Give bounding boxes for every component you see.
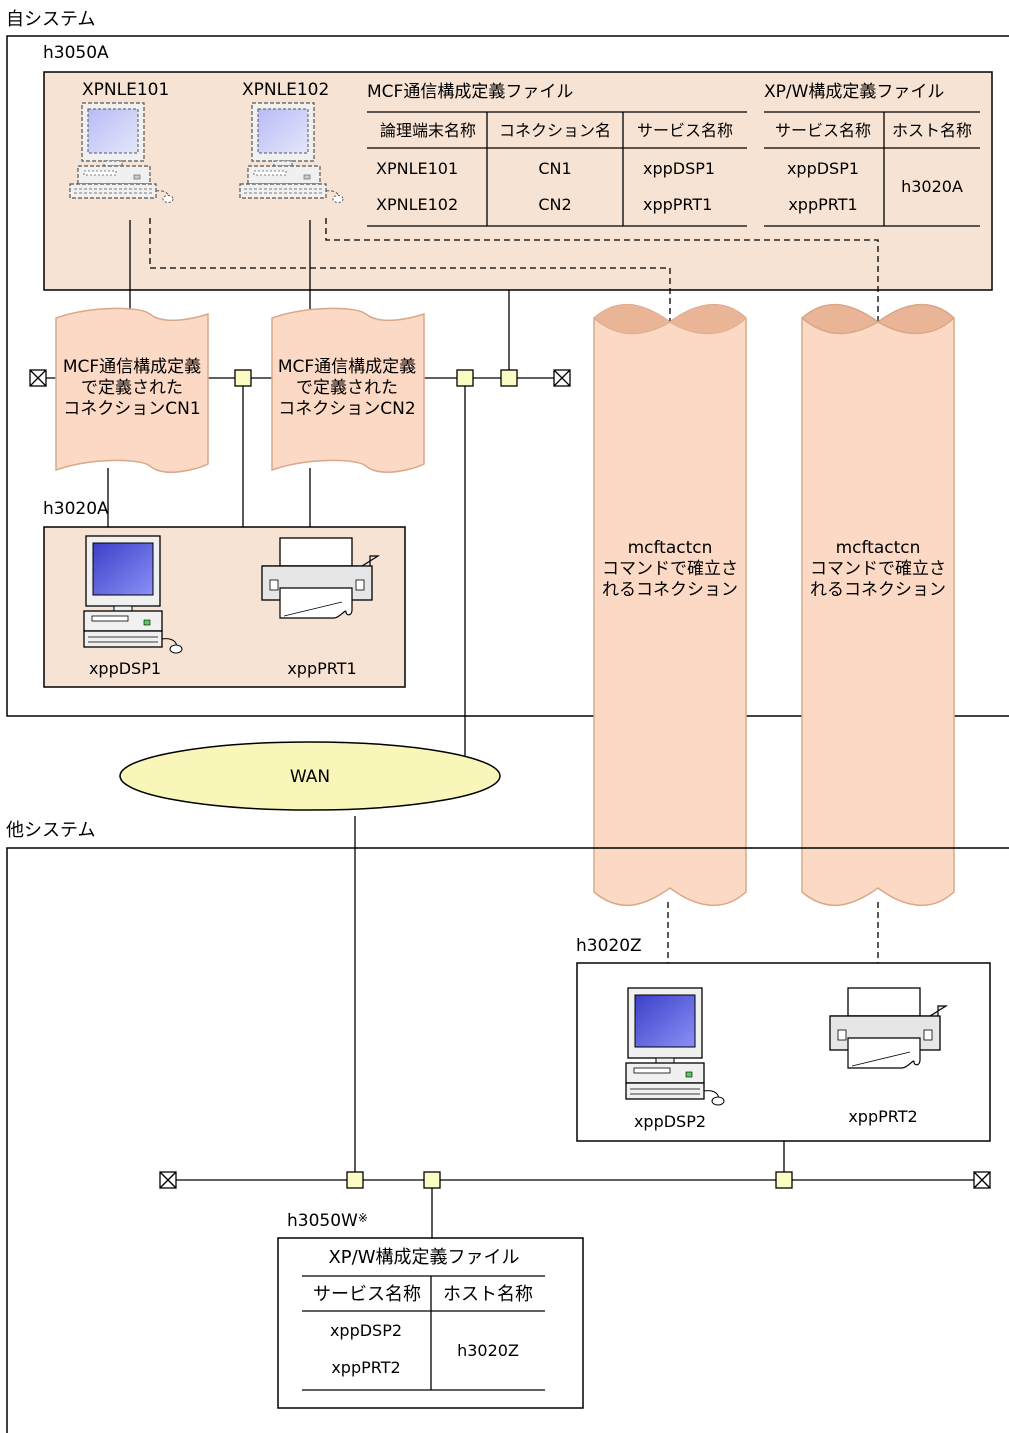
connection-cn2-tube: MCF通信構成定義 で定義された コネクションCN2 [271, 307, 425, 473]
terminal-xpnle102-label: XPNLE102 [242, 80, 329, 100]
h3050w-cell-service-2: xppPRT2 [331, 1358, 400, 1377]
other-system-frame [6, 847, 1009, 1433]
cn2-tube-line-2: で定義された [296, 378, 398, 398]
tube1-line-1: mcftactcn [628, 538, 713, 558]
junction-node [456, 369, 474, 387]
tube1-line-2: コマンドで確立さ [602, 559, 738, 579]
mcf-table-title: MCF通信構成定義ファイル [367, 82, 573, 102]
mcf-cell-terminal-1: XPNLE101 [376, 159, 458, 178]
tube-to-device-dashes [667, 902, 879, 985]
xpw-table-title: XP/W構成定義ファイル [764, 82, 944, 102]
terminator-left-icon [29, 369, 47, 387]
mcftactcn-tube-1: mcftactcn コマンドで確立さ れるコネクション [593, 303, 747, 907]
xppprt2-label: xppPRT2 [848, 1107, 917, 1126]
tube2-line-2: コマンドで確立さ [810, 559, 946, 579]
cn1-tube-line-1: MCF通信構成定義 [63, 357, 201, 377]
xppprt1-label: xppPRT1 [287, 659, 356, 678]
xpw-cell-service-2: xppPRT1 [788, 195, 857, 214]
mcf-cell-service-2: xppPRT1 [643, 195, 712, 214]
h3020z-label: h3020Z [576, 936, 642, 956]
h3050a-label: h3050A [43, 43, 109, 63]
terminator-left-icon [159, 1171, 177, 1189]
xpw-table-lines [764, 111, 980, 227]
mcf-header-logical-terminal: 論理端末名称 [380, 121, 476, 140]
h3050w-label: h3050W※ [287, 1211, 368, 1231]
mcf-header-connection: コネクション名 [499, 121, 611, 140]
junction-node [775, 1171, 793, 1189]
terminal-drop-lines [129, 220, 510, 378]
xppdsp1-label: xppDSP1 [89, 659, 161, 678]
h3050w-cell-host: h3020Z [457, 1341, 519, 1360]
xpw-header-service: サービス名称 [775, 121, 871, 140]
cn2-tube-line-1: MCF通信構成定義 [278, 357, 416, 377]
own-system-bus [38, 377, 565, 758]
own-system-frame [6, 35, 1009, 717]
h3050w-header-host: ホスト名称 [443, 1284, 533, 1305]
mcf-table-lines [367, 111, 747, 227]
cn1-tube-line-2: で定義された [81, 378, 183, 398]
xpw-header-host: ホスト名称 [892, 121, 972, 140]
junction-node [234, 369, 252, 387]
mcftactcn-tube-2: mcftactcn コマンドで確立さ れるコネクション [800, 303, 956, 907]
xpw-cell-host: h3020A [901, 177, 963, 196]
junction-node [423, 1171, 441, 1189]
junction-node [346, 1171, 364, 1189]
mcf-cell-service-1: xppDSP1 [643, 159, 715, 178]
tube1-line-3: れるコネクション [602, 580, 738, 600]
own-system-label: 自システム [6, 9, 95, 30]
xppdsp2-label: xppDSP2 [634, 1112, 706, 1131]
h3050w-note-mark: ※ [358, 1211, 368, 1225]
terminator-right-icon [553, 369, 571, 387]
cn1-tube-line-3: コネクションCN1 [63, 399, 200, 419]
h3020a-label: h3020A [43, 499, 109, 519]
terminal-xpnle101-label: XPNLE101 [82, 80, 169, 100]
tube2-line-3: れるコネクション [810, 580, 946, 600]
terminator-right-icon [973, 1171, 991, 1189]
xpw-cell-service-1: xppDSP1 [787, 159, 859, 178]
wan-label: WAN [290, 767, 330, 787]
mcf-header-service: サービス名称 [637, 121, 733, 140]
h3050w-table-lines [302, 1275, 545, 1391]
mcf-cell-terminal-2: XPNLE102 [376, 195, 458, 214]
h3050w-header-service: サービス名称 [313, 1284, 421, 1305]
mcf-cell-connection-2: CN2 [538, 195, 571, 214]
wan-cloud: WAN [119, 741, 501, 811]
connection-cn1-tube: MCF通信構成定義 で定義された コネクションCN1 [55, 307, 209, 473]
cn2-tube-line-3: コネクションCN2 [278, 399, 415, 419]
h3050a-panel [43, 71, 993, 291]
tube2-line-1: mcftactcn [836, 538, 921, 558]
h3050w-table-title: XP/W構成定義ファイル [328, 1247, 519, 1268]
h3050w-name: h3050W [287, 1211, 358, 1231]
junction-node [500, 369, 518, 387]
other-system-label: 他システム [6, 820, 95, 841]
mcf-cell-connection-1: CN1 [538, 159, 571, 178]
h3050w-cell-service-1: xppDSP2 [330, 1321, 402, 1340]
virtual-connection-lines [149, 218, 879, 322]
